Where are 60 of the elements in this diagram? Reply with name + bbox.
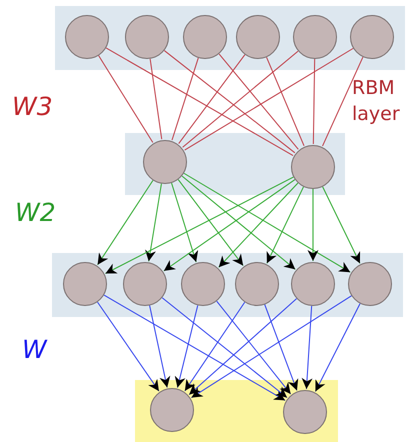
connection-line	[98, 55, 154, 143]
connection-line	[104, 176, 294, 274]
neuron-circle	[293, 15, 337, 59]
connection-line	[163, 179, 296, 272]
neuron-circle	[183, 15, 227, 59]
neuron-circle	[291, 262, 335, 306]
connection-line	[190, 295, 352, 398]
connection-line	[302, 305, 313, 390]
connection-line	[178, 179, 244, 266]
connection-line	[322, 56, 364, 147]
connection-line	[145, 183, 162, 262]
neuron-circle	[236, 15, 280, 59]
neuron-circle	[348, 262, 392, 306]
neuron-circle	[143, 140, 187, 184]
neuron-circle	[123, 262, 167, 306]
connection-line	[322, 186, 360, 264]
connection-line	[218, 182, 298, 268]
neuron-circle	[150, 388, 194, 432]
weight-label: W2	[15, 198, 56, 228]
layer-band	[55, 6, 405, 70]
connection-line	[312, 58, 316, 144]
connection-line	[171, 182, 198, 263]
layer-band	[125, 133, 345, 195]
connection-line	[174, 304, 198, 388]
output-band	[135, 380, 338, 442]
connection-line	[182, 50, 299, 148]
connection-line	[218, 53, 299, 150]
connection-line	[314, 303, 361, 392]
neuron-circle	[125, 15, 169, 59]
connection-line	[106, 47, 294, 156]
connection-line	[104, 294, 286, 401]
neuron-circle	[283, 390, 327, 434]
neuron-circle	[181, 262, 225, 306]
connection-line	[183, 172, 351, 273]
connection-line	[184, 302, 246, 392]
connection-line	[97, 302, 160, 392]
connection-line	[162, 297, 288, 398]
neuron-circle	[63, 262, 107, 306]
connection-line	[149, 305, 170, 388]
connection-line	[178, 54, 246, 144]
connection-line	[164, 50, 296, 154]
connection-line	[266, 186, 304, 264]
weight-label: W3	[12, 92, 53, 122]
connection-line	[181, 176, 296, 270]
neuron-circle	[65, 15, 109, 59]
connection-line	[216, 300, 292, 395]
weight-label: W	[22, 335, 47, 365]
layer-label: RBM layer	[352, 76, 401, 127]
connection-line	[264, 304, 298, 391]
connection-line	[97, 180, 154, 266]
connection-line	[150, 58, 162, 140]
connection-line	[184, 48, 354, 151]
connection-line	[308, 188, 318, 262]
neuron-circle	[350, 15, 394, 59]
layer-band	[52, 253, 403, 317]
connection-line	[266, 56, 305, 146]
connection-line	[188, 298, 298, 396]
connection-line	[172, 57, 199, 141]
neuron-circle	[291, 145, 335, 189]
neuron-circle	[235, 262, 279, 306]
